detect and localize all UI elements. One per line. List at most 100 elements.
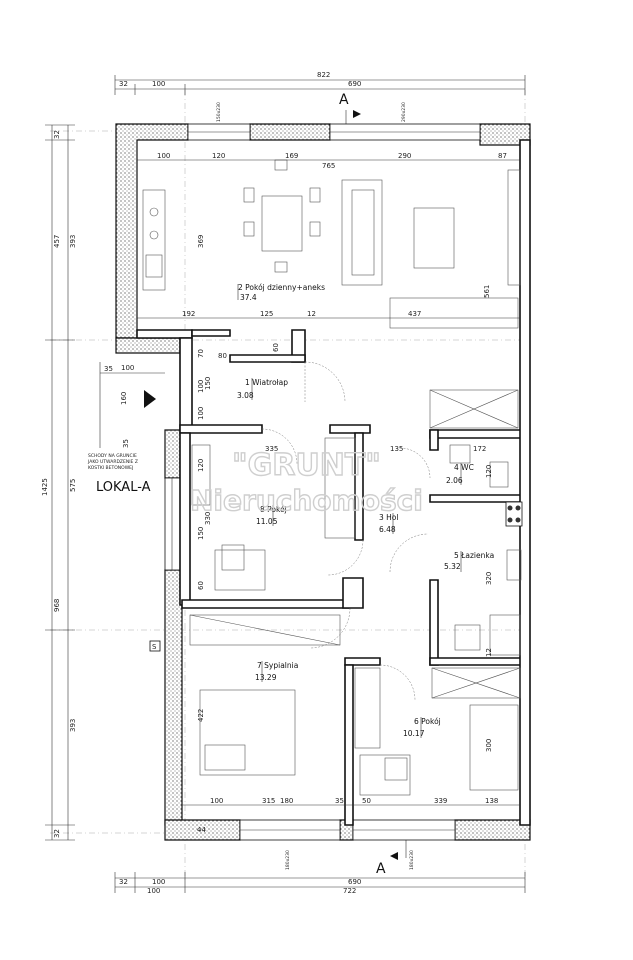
- watermark: "GRUNT" Nieruchomości: [189, 447, 423, 517]
- legend-s-box: S: [149, 640, 161, 652]
- bottom-dimensions: 32 100 690 100 722 180x230 180x230: [114, 850, 526, 895]
- svg-text:11.05: 11.05: [256, 517, 278, 526]
- dining-table: [261, 195, 303, 252]
- svg-text:44: 44: [197, 826, 206, 834]
- top-dim-822: 822: [317, 71, 330, 79]
- svg-text:150: 150: [197, 527, 205, 540]
- svg-text:Nieruchomości: Nieruchomości: [190, 484, 423, 517]
- svg-text:100: 100: [121, 364, 134, 372]
- sofa: [341, 179, 383, 286]
- svg-text:561: 561: [483, 285, 491, 298]
- wc-toilet: [489, 461, 509, 488]
- bed-bedroom: [199, 689, 296, 776]
- left-dimensions: 32 457 1425 968 32 393 575 393: [41, 124, 77, 841]
- svg-text:339: 339: [434, 797, 447, 805]
- svg-text:138: 138: [485, 797, 498, 805]
- stairs-dimensions: 35 100 160 35: [99, 362, 165, 448]
- wardrobe-hall: [429, 389, 519, 429]
- inner-dimensions: 100 120 169 290 87 765 369 192 125 12 43…: [137, 152, 520, 834]
- left-dim-393-top: 393: [69, 235, 77, 248]
- svg-text:120: 120: [212, 152, 225, 160]
- top-dim-690: 690: [348, 80, 361, 88]
- wc-sink: [449, 444, 471, 464]
- svg-text:125: 125: [260, 310, 273, 318]
- svg-text:S: S: [152, 643, 157, 651]
- svg-text:120: 120: [197, 459, 205, 472]
- svg-text:5 Łazienka: 5 Łazienka: [454, 551, 494, 560]
- svg-text:100: 100: [197, 407, 205, 420]
- svg-text:765: 765: [322, 162, 335, 170]
- left-dim-32-top: 32: [53, 130, 61, 139]
- left-dim-968: 968: [53, 599, 61, 612]
- exterior-walls: [115, 123, 531, 841]
- svg-text:172: 172: [473, 445, 486, 453]
- window-label-2: 290x230: [401, 102, 407, 122]
- svg-text:6.48: 6.48: [379, 525, 396, 534]
- svg-text:80: 80: [218, 352, 227, 360]
- svg-text:150: 150: [204, 377, 212, 390]
- svg-text:100: 100: [157, 152, 170, 160]
- interior-walls: [136, 139, 531, 826]
- svg-text:5.32: 5.32: [444, 562, 461, 571]
- bath-washer: [506, 549, 522, 581]
- svg-text:100: 100: [210, 797, 223, 805]
- svg-text:722: 722: [343, 887, 356, 895]
- svg-text:100: 100: [197, 380, 205, 393]
- room-label-7: 7 Sypialnia 13.29: [255, 661, 298, 682]
- desk-room6: [359, 754, 411, 796]
- room-labels: 2 Pokój dzienny+aneks 37.4 1 Wiatrołap 3…: [237, 283, 494, 738]
- room-label-6: 6 Pokój 10.17: [403, 717, 441, 738]
- window-label-1: 150x230: [216, 102, 222, 122]
- windows: [164, 123, 481, 841]
- room-label-4: 4 WC 2.06: [446, 463, 474, 485]
- desk-room8: [214, 549, 266, 591]
- svg-text:180: 180: [280, 797, 293, 805]
- svg-text:2.06: 2.06: [446, 476, 463, 485]
- svg-text:SCHODY NA GRUNCIE: SCHODY NA GRUNCIE: [88, 453, 137, 459]
- kitchen-counter: [142, 189, 166, 291]
- svg-text:422: 422: [197, 709, 205, 722]
- top-dim-32: 32: [119, 80, 128, 88]
- svg-text:12: 12: [307, 310, 316, 318]
- svg-text:4 WC: 4 WC: [454, 463, 474, 472]
- svg-text:37.4: 37.4: [240, 293, 257, 302]
- room-label-8: 8 Pokój 11.05: [256, 505, 287, 526]
- svg-text:3 Hol: 3 Hol: [379, 513, 398, 522]
- svg-text:330: 330: [204, 512, 212, 525]
- svg-text:60: 60: [197, 581, 205, 590]
- svg-text:100: 100: [152, 878, 165, 886]
- svg-text:180x230: 180x230: [285, 850, 291, 870]
- left-dim-457: 457: [53, 235, 61, 248]
- svg-text:3.08: 3.08: [237, 391, 254, 400]
- top-dimensions: 32 100 822 690 150x230 290x230: [114, 71, 526, 122]
- svg-text:35: 35: [104, 365, 113, 373]
- svg-text:290: 290: [398, 152, 411, 160]
- room-label-5: 5 Łazienka 5.32: [444, 551, 494, 572]
- svg-text:KOSTKI BETONOWEJ: KOSTKI BETONOWEJ: [88, 465, 133, 471]
- svg-text:120: 120: [485, 465, 493, 478]
- section-marker-top: A: [339, 92, 361, 128]
- svg-text:335: 335: [265, 445, 278, 453]
- svg-text:35: 35: [122, 439, 130, 448]
- svg-text:32: 32: [119, 878, 128, 886]
- boiler: [505, 501, 523, 527]
- svg-text:6 Pokój: 6 Pokój: [414, 717, 441, 726]
- svg-text:160: 160: [120, 392, 128, 405]
- svg-text:2 Pokój dzienny+aneks: 2 Pokój dzienny+aneks: [238, 283, 325, 292]
- svg-text:13.29: 13.29: [255, 673, 277, 682]
- svg-text:60: 60: [272, 343, 280, 352]
- room-label-2: 2 Pokój dzienny+aneks 37.4: [237, 283, 325, 302]
- svg-text:300: 300: [485, 739, 493, 752]
- svg-text:12: 12: [485, 648, 493, 657]
- room-label-1: 1 Wiatrołap 3.08: [237, 378, 288, 400]
- svg-text:7 Sypialnia: 7 Sypialnia: [257, 661, 298, 670]
- svg-text:690: 690: [348, 878, 361, 886]
- section-label-top: A: [339, 92, 349, 108]
- svg-text:70: 70: [197, 349, 205, 358]
- svg-text:135: 135: [390, 445, 403, 453]
- section-marker-bottom: A: [376, 840, 407, 877]
- svg-text:437: 437: [408, 310, 421, 318]
- svg-text:JAKO UTWARDZENIE Z: JAKO UTWARDZENIE Z: [87, 459, 138, 465]
- coffee-table: [413, 207, 455, 269]
